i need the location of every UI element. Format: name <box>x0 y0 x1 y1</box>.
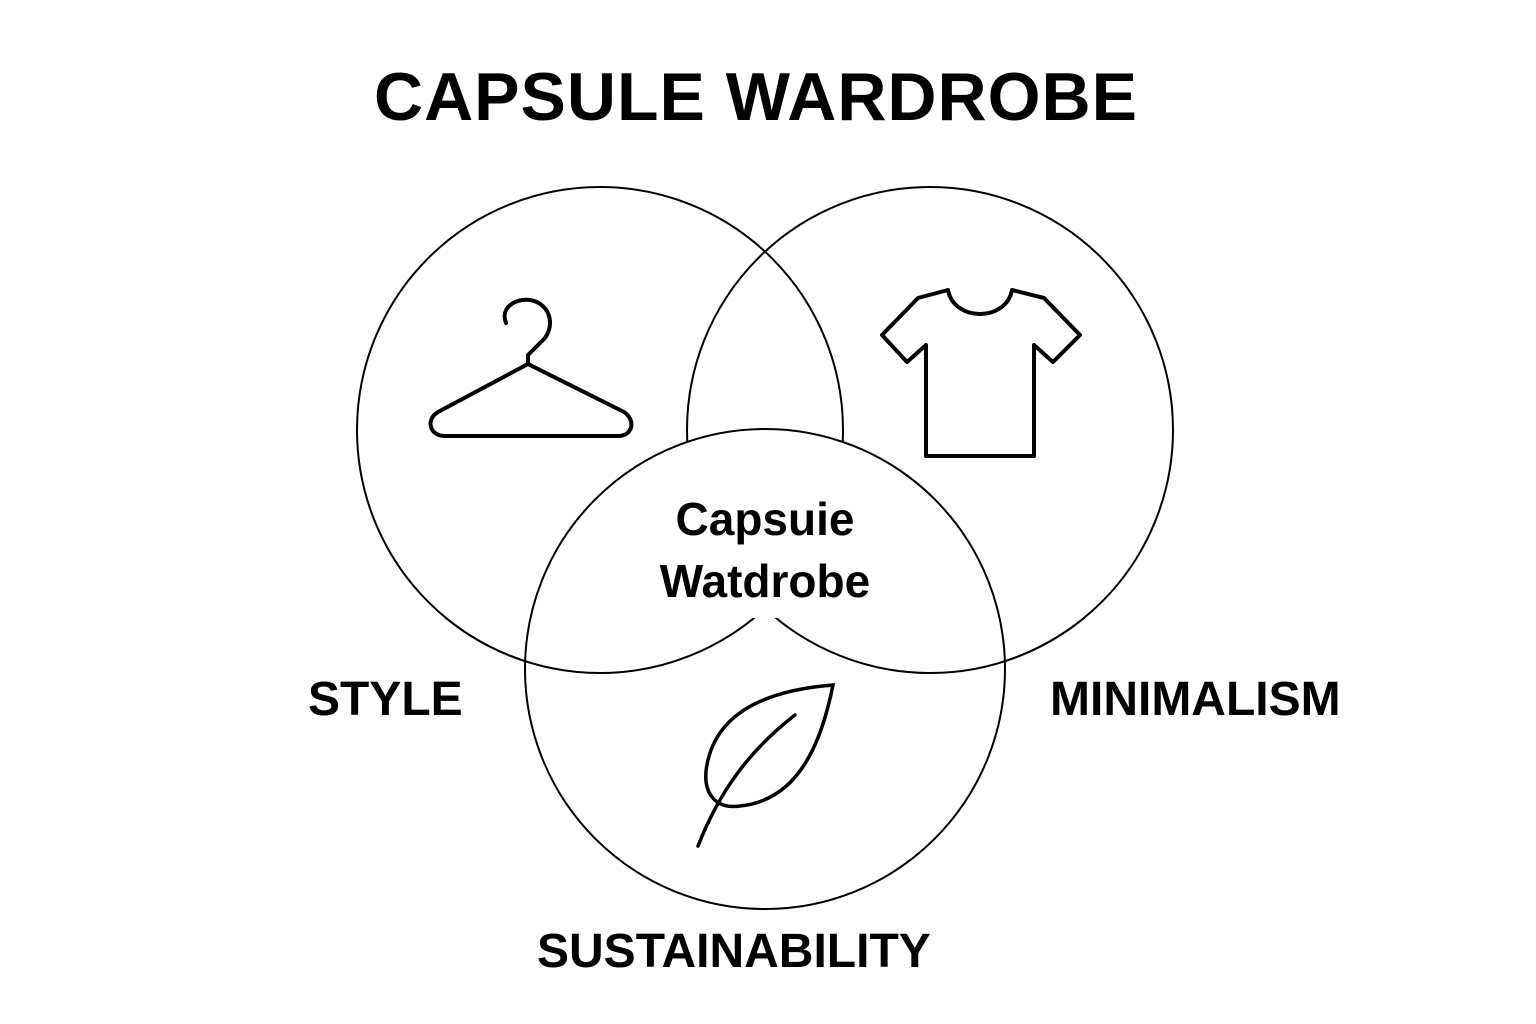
center-label-line-1: Capsuie <box>675 493 855 545</box>
leaf-icon <box>696 683 836 848</box>
diagram-title: CAPSULE WARDROBE <box>373 59 1139 135</box>
sustainability-label: SUSTAINABILITY <box>537 925 931 978</box>
center-label: Capsuie Watdrobe <box>615 488 915 612</box>
hanger-icon <box>428 297 634 438</box>
minimalism-label: MINIMALISM <box>1050 673 1341 726</box>
center-label-line-2: Watdrobe <box>659 555 871 607</box>
tshirt-icon <box>880 288 1082 458</box>
sustainability-circle <box>524 428 1006 910</box>
style-label: STYLE <box>308 673 463 726</box>
